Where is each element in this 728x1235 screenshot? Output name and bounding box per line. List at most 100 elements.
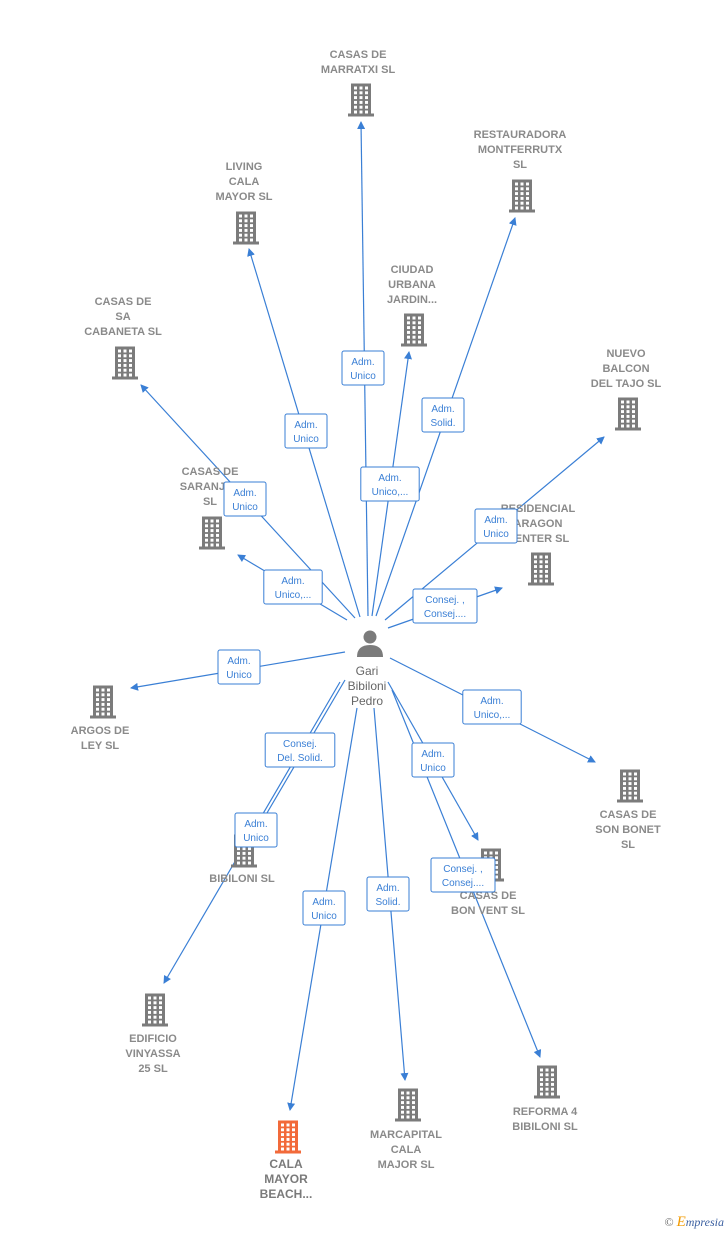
company-label-line: MARCAPITAL: [370, 1129, 442, 1141]
role-badge-text: Unico: [293, 434, 319, 445]
role-badge-text: Unico,...: [474, 710, 511, 721]
company-label-line: CASAS DE: [460, 890, 517, 902]
role-badge-text: Unico: [420, 763, 446, 774]
role-badge[interactable]: Adm.Unico,...: [360, 466, 420, 502]
company-label-line: MARRATXI SL: [321, 64, 396, 76]
copyright-symbol: ©: [664, 1215, 674, 1229]
building-icon: [615, 397, 641, 431]
role-badge[interactable]: Adm.Unico: [411, 742, 455, 778]
building-icon: [509, 179, 535, 213]
company-label-line: RESTAURADORA: [474, 129, 567, 141]
company-label-line: CASAS DE: [600, 809, 657, 821]
role-badge-text: Unico: [483, 529, 509, 540]
role-badge[interactable]: Adm.Unico: [217, 649, 261, 685]
building-icon: [90, 685, 116, 719]
company-label-line: BEACH...: [260, 1187, 313, 1201]
role-badge-box: [217, 649, 261, 685]
role-badge[interactable]: Adm. Unico,...: [263, 569, 323, 605]
role-badge-text: Adm.: [351, 357, 374, 368]
company-label-line: MONTFERRUTX: [478, 144, 563, 156]
building-icon: [617, 769, 643, 803]
role-badge-text: Adm.: [233, 488, 256, 499]
brand-initial: E: [676, 1214, 686, 1230]
company-node-reforma-4-bibiloni[interactable]: REFORMA 4 BIBILONI SL: [512, 1065, 578, 1134]
company-label-line: MAJOR SL: [378, 1159, 435, 1171]
building-icon: [401, 313, 427, 347]
company-node-marcapital-cala-major[interactable]: MARCAPITAL CALA MAJOR SL: [370, 1088, 442, 1172]
company-label-line: CIUDAD: [391, 264, 434, 276]
role-badge-box: [223, 481, 267, 517]
nodes-layer: CASAS DE MARRATXI SL RESTAURADORA MONTFERRU…: [71, 49, 662, 1201]
role-badge[interactable]: Adm. Unico: [284, 413, 328, 449]
role-badge-text: Adm.: [294, 420, 317, 431]
role-badge-box: [284, 413, 328, 449]
role-badge-box: [430, 857, 496, 893]
company-node-restauradora-montferrutx[interactable]: RESTAURADORA MONTFERRUTX SL: [474, 129, 567, 213]
role-badge-text: Consej.: [283, 739, 317, 750]
role-badge-text: Unico,...: [372, 487, 409, 498]
company-label-line: BON VENT SL: [451, 905, 525, 917]
role-badge-box: [421, 397, 465, 433]
role-badge-text: Adm.: [227, 656, 250, 667]
company-label-line: MAYOR SL: [215, 191, 272, 203]
role-badge-box: [234, 812, 278, 848]
company-label-line: BALCON: [602, 363, 649, 375]
company-label-line: RESIDENCIAL: [501, 503, 576, 515]
brand-rest: mpresia: [685, 1215, 724, 1229]
role-badge[interactable]: Consej. ,Consej....: [430, 857, 496, 893]
company-label-line: SL: [513, 159, 527, 171]
role-badge[interactable]: Adm. Unico,...: [462, 689, 522, 725]
role-badge[interactable]: Adm.Solid.: [366, 876, 410, 912]
company-label-line: BIBILONI SL: [512, 1121, 578, 1133]
role-badge[interactable]: Adm.Unico: [474, 508, 518, 544]
company-label-line: CASAS DE: [330, 49, 387, 61]
company-label-line: CALA: [269, 1157, 303, 1171]
role-badge-text: Unico: [232, 502, 258, 513]
company-label-line: SL: [621, 839, 635, 851]
role-badge[interactable]: Adm. Unico: [223, 481, 267, 517]
company-label-line: REFORMA 4: [513, 1106, 578, 1118]
person-label-line: Bibiloni: [348, 679, 387, 693]
company-node-ciudad-urbana-jardin[interactable]: CIUDAD URBANA JARDIN...: [387, 264, 437, 347]
role-badge[interactable]: Adm.Solid.: [421, 397, 465, 433]
company-label-line: VINYASSA: [125, 1048, 180, 1060]
company-label-line: CALA: [391, 1144, 422, 1156]
company-label-line: CALA: [229, 176, 260, 188]
company-label-line: BIBILONI SL: [209, 873, 275, 885]
company-node-cala-mayor-beach[interactable]: CALAMAYORBEACH...: [260, 1120, 313, 1202]
building-icon: [528, 552, 554, 586]
role-badge[interactable]: Adm.Unico: [234, 812, 278, 848]
company-label-line: CENTER SL: [507, 533, 570, 545]
role-badge-text: Adm.: [312, 897, 335, 908]
role-badge-text: Adm.: [480, 696, 503, 707]
company-label-line: 25 SL: [138, 1063, 168, 1075]
company-node-casas-de-son-bonet[interactable]: CASAS DE SON BONET SL: [595, 769, 661, 852]
building-icon: [348, 83, 374, 117]
role-badge-text: Del. Solid.: [277, 753, 323, 764]
role-badge-box: [360, 466, 420, 502]
company-label-line: JARDIN...: [387, 294, 437, 306]
role-badge[interactable]: Consej. Del. Solid.: [264, 732, 336, 768]
role-badge[interactable]: Adm.Unico: [302, 890, 346, 926]
role-badge-text: Unico,...: [275, 590, 312, 601]
company-label-line: SON BONET: [595, 824, 661, 836]
person-node[interactable]: Gari Bibiloni Pedro: [348, 630, 387, 709]
company-label-line: URBANA: [388, 279, 436, 291]
role-badge-box: [264, 732, 336, 768]
role-badge-text: Consej. ,: [425, 595, 464, 606]
company-node-casas-de-marratxi[interactable]: CASAS DE MARRATXI SL: [321, 49, 396, 117]
role-badge-text: Adm.: [281, 576, 304, 587]
role-badge[interactable]: Consej. ,Consej....: [412, 588, 478, 624]
role-badge-text: Adm.: [244, 819, 267, 830]
role-badge[interactable]: Adm.Unico: [341, 350, 385, 386]
person-icon: [357, 630, 383, 657]
role-badge-box: [412, 588, 478, 624]
company-label-line: ARGOS DE: [71, 725, 130, 737]
